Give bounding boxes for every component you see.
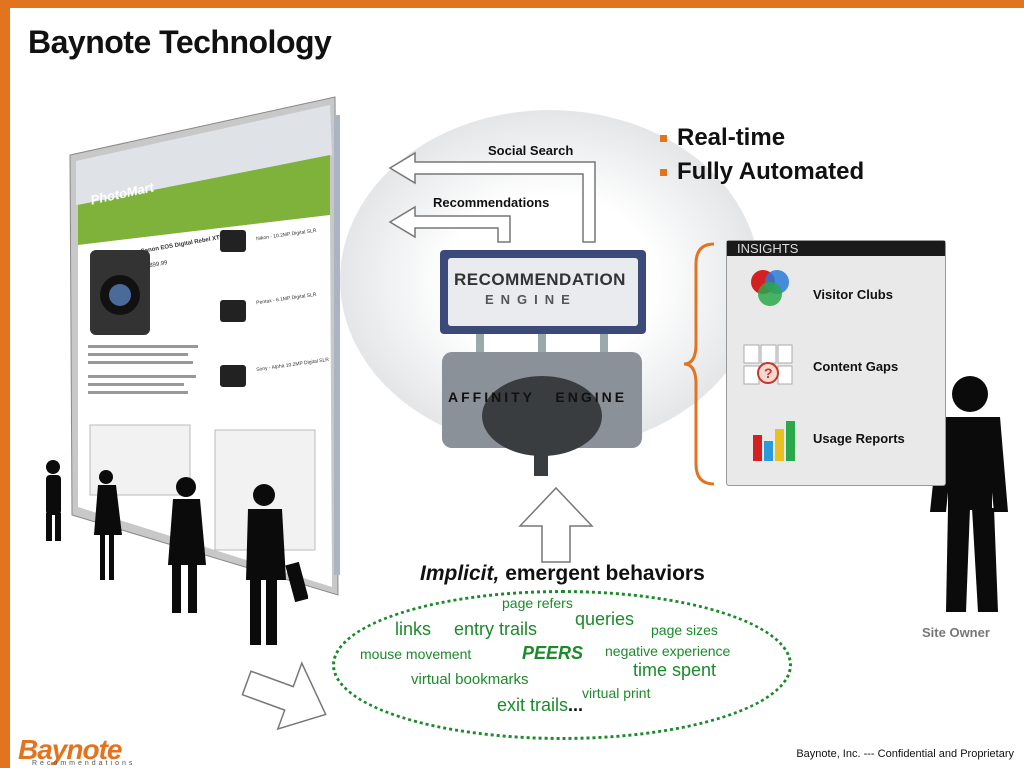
insights-brace — [683, 242, 715, 486]
behavior-entry-trails: entry trails — [454, 619, 538, 639]
slide-title: Baynote Technology — [28, 24, 332, 60]
behavior-time-spent: time spent — [633, 660, 717, 680]
bullet-realtime: Real-time — [660, 124, 864, 152]
site-owner-silhouette — [930, 376, 1008, 612]
behaviors-heading-rest: emergent behaviors — [499, 562, 705, 585]
behaviors-heading-italic: Implicit, — [420, 562, 500, 585]
behavior-page-sizes: page sizes — [651, 622, 718, 638]
top-accent-bar — [0, 0, 1024, 8]
engine-graphic — [440, 250, 646, 476]
content-gaps-label: Content Gaps — [813, 359, 899, 374]
behavior-exit-trails-ellipsis: ... — [568, 695, 584, 715]
svg-text:?: ? — [764, 365, 773, 381]
behavior-exit-trails: exit trails... — [497, 695, 583, 716]
visitor-silhouettes — [46, 460, 308, 645]
site-owner-label: Site Owner — [922, 625, 990, 640]
logo-wordmark: Baynote — [18, 734, 122, 765]
baynote-logo: Baynote Recommendations — [18, 734, 135, 767]
visitor-to-behavior-arrow — [241, 661, 327, 731]
social-search-label: Social Search — [488, 143, 574, 158]
insights-panel: INSIGHTS Visitor Clubs ? Content Gaps Us… — [726, 240, 946, 486]
usage-reports-label: Usage Reports — [813, 431, 905, 446]
behavior-queries: queries — [575, 609, 635, 629]
input-up-arrow — [518, 486, 594, 563]
visitor-clubs-icon — [751, 270, 789, 306]
behaviors-ellipse — [332, 590, 792, 740]
affinity-engine-label: AFFINITY ENGINE — [448, 389, 628, 405]
behavior-exit-trails-text: exit trails — [497, 695, 569, 715]
behavior-page-refers: page refers — [502, 595, 573, 611]
behavior-mouse-movement: mouse movement — [360, 646, 472, 662]
footer-confidential: Baynote, Inc. --- Confidential and Propr… — [796, 748, 1014, 760]
usage-reports-icon — [753, 421, 795, 461]
behavior-links: links — [395, 619, 432, 639]
output-arrows — [388, 151, 596, 243]
logo-tagline: Recommendations — [32, 760, 136, 767]
recommendation-engine-line1: RECOMMENDATION — [454, 270, 626, 289]
behavior-virtual-print: virtual print — [582, 685, 651, 701]
recommendation-engine-line2: ENGINE — [485, 292, 577, 307]
bullet-automated: Fully Automated — [660, 158, 864, 186]
behavior-virtual-bookmarks: virtual bookmarks — [411, 671, 529, 688]
feature-bullets: Real-time Fully Automated — [660, 124, 864, 192]
insights-header: INSIGHTS — [727, 241, 945, 256]
left-accent-bar — [0, 0, 10, 768]
behavior-negative-experience: negative experience — [605, 643, 731, 659]
visitor-clubs-label: Visitor Clubs — [813, 287, 893, 302]
behavior-peers: PEERS — [522, 643, 584, 663]
behaviors-heading: Implicit, emergent behaviors — [420, 562, 705, 586]
recommendations-label: Recommendations — [433, 195, 550, 210]
content-gaps-icon: ? — [743, 344, 793, 385]
